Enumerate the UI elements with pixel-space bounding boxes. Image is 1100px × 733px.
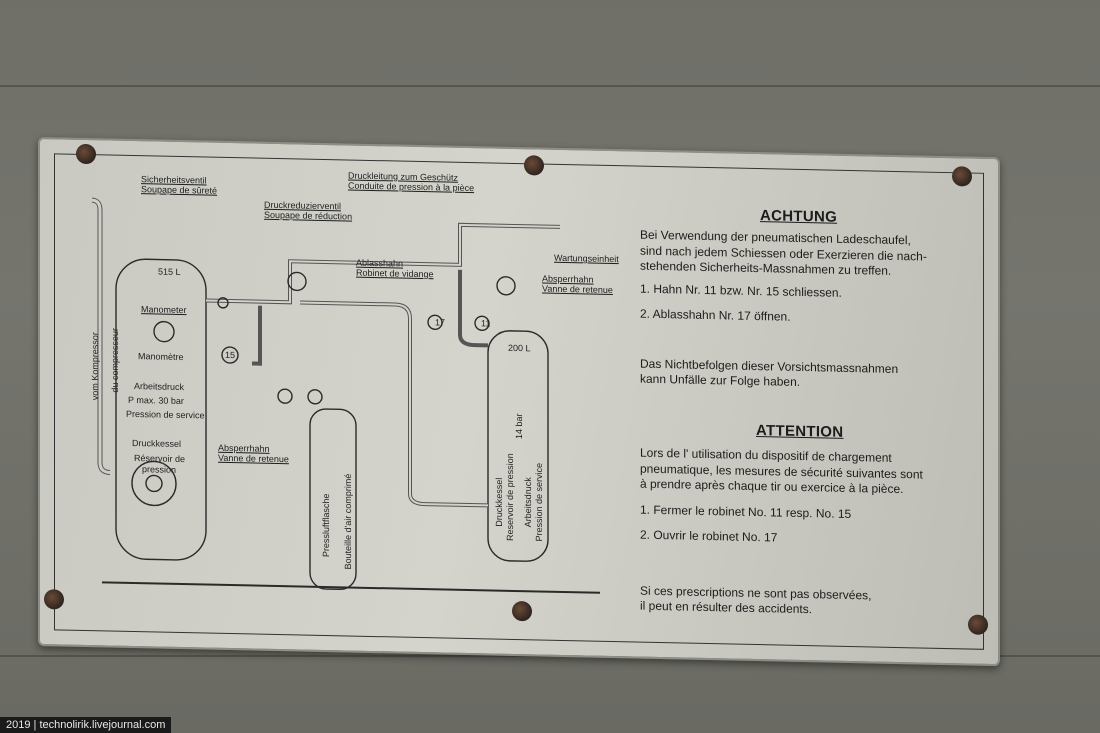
instruction-plate: Sicherheitsventil Soupape de sûreté Druc…: [38, 137, 1000, 667]
air-bottle: [309, 408, 357, 591]
tank2-vessel-label-fr: Reservoir de pression: [505, 453, 515, 541]
safety-valve-label-fr: Soupape de sûreté: [141, 184, 218, 196]
vessel-label-fr-2: pression: [142, 464, 177, 475]
pmax-label: P max. 30 bar: [128, 394, 184, 407]
french-heading: ATTENTION: [756, 422, 844, 441]
vessel-label: Druckkessel: [132, 437, 182, 449]
bottle-label-fr: Bouteille d'air comprimé: [343, 473, 353, 570]
compressor-label-fr: du compresseur: [110, 327, 120, 393]
watermark: 2019 | technolirik.livejournal.com: [0, 717, 172, 733]
bottle-label: Pressluftflasche: [321, 493, 331, 558]
service-pressure-label: Pression de service: [126, 408, 205, 421]
compressor-label: vom Kompressor: [90, 332, 100, 401]
german-step-2: 2. Ablasshahn Nr. 17 öffnen.: [640, 306, 791, 324]
tank2-bar-label: 14 bar: [514, 413, 524, 440]
wall-seam: [0, 85, 1100, 87]
tank-volume-2: 200 L: [508, 342, 531, 354]
bolt-icon: [952, 166, 972, 187]
drain-label-fr: Robinet de vidange: [356, 267, 434, 280]
tank-volume: 515 L: [158, 266, 181, 277]
manometer-label: Manometer: [141, 304, 187, 316]
tank-515: [115, 258, 207, 561]
french-step-2: 2. Ouvrir le robinet No. 17: [640, 527, 778, 545]
tank2-wp-label: Arbeitsdruck: [523, 477, 533, 528]
german-heading: ACHTUNG: [760, 207, 838, 226]
shutoff-label-2-fr: Vanne de retenue: [218, 452, 289, 465]
pneumatic-diagram: [91, 197, 600, 594]
bolt-icon: [44, 589, 64, 610]
manometer-label-fr: Manomètre: [138, 351, 184, 363]
valve-number-11: 11: [481, 318, 491, 329]
maintenance-label: Wartungseinheit: [554, 252, 619, 265]
bolt-icon: [968, 614, 988, 635]
tank2-wp-label-fr: Pression de service: [534, 462, 544, 542]
tank-200: [487, 330, 549, 562]
valve-number-15: 15: [225, 349, 236, 361]
working-pressure-label: Arbeitsdruck: [134, 381, 185, 393]
reducer-label-fr: Soupape de réduction: [264, 209, 353, 222]
tank2-vessel-label: Druckkessel: [494, 477, 504, 527]
shutoff-label-fr: Vanne de retenue: [542, 283, 613, 296]
valve-number-17: 17: [435, 317, 446, 328]
